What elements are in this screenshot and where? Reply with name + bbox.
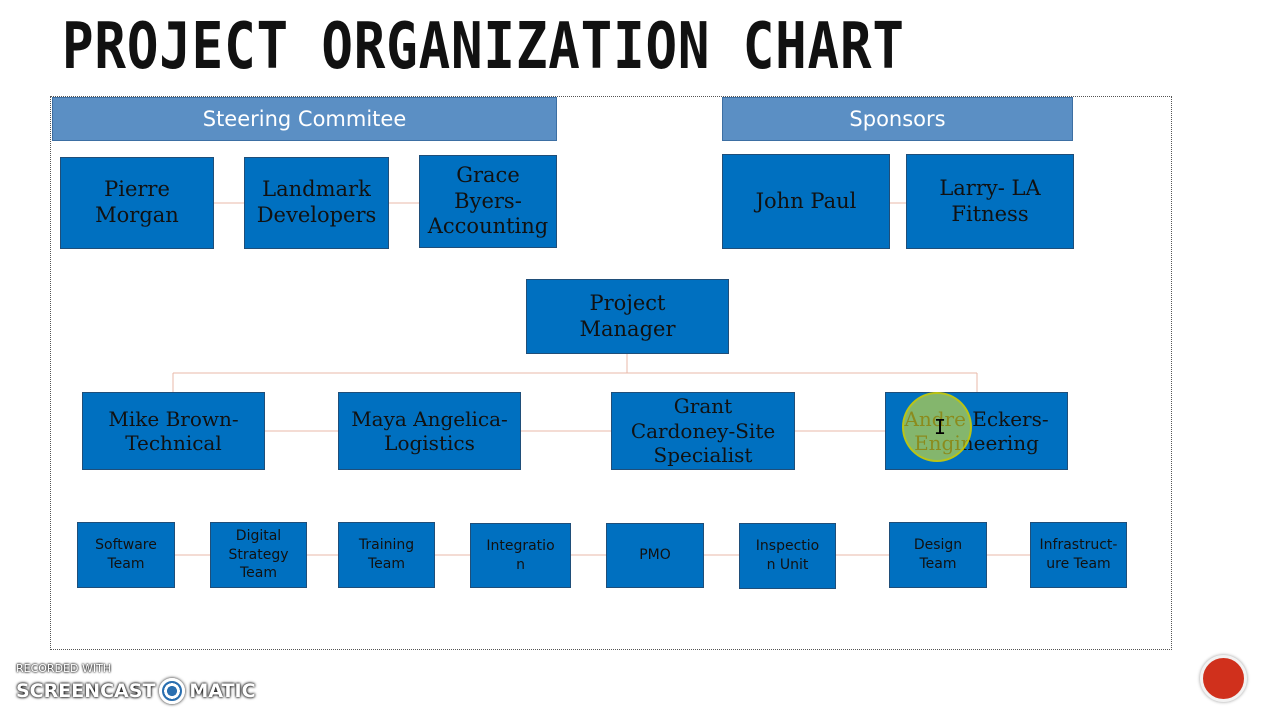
steering-committee-header: Steering Commitee — [52, 97, 557, 141]
node-text: Byers- — [454, 188, 522, 213]
sponsors-header: Sponsors — [722, 97, 1073, 141]
node-text: Strategy — [228, 546, 289, 563]
lead-box: Mike Brown-Technical — [82, 392, 265, 470]
node-text: John Paul — [755, 188, 857, 213]
team-box: Integratio n — [470, 523, 571, 588]
node-text: Specialist — [653, 443, 753, 468]
brand-left: SCREENCAST — [16, 680, 156, 702]
node-text: Maya Angelica- — [351, 406, 508, 431]
node-text: Grant — [673, 394, 733, 419]
node-text: Mike Brown- — [108, 406, 239, 431]
lead-box: Maya Angelica-Logistics — [338, 392, 521, 470]
cursor-highlight — [902, 392, 972, 462]
screencast-watermark: SCREENCAST MATIC — [16, 678, 256, 704]
node-text: Manager — [579, 316, 676, 341]
node-text: Pierre — [104, 177, 170, 202]
node-text: Developers — [256, 203, 377, 227]
team-box: Inspectio n Unit — [739, 523, 836, 589]
node-text: Fitness — [951, 201, 1029, 226]
text-cursor-icon: I — [934, 416, 946, 438]
node-text: Infrastruct- — [1039, 537, 1118, 554]
node-text: Team — [367, 556, 405, 572]
record-button[interactable] — [1200, 655, 1247, 702]
node-text: n Unit — [766, 557, 809, 573]
node-text: Software — [95, 537, 157, 554]
chart-frame — [50, 96, 1172, 650]
node-text: Digital — [235, 527, 282, 544]
page-title: PROJECT ORGANIZATION CHART — [62, 10, 905, 84]
sponsor-box: John Paul — [722, 154, 890, 249]
node-text: Inspectio — [755, 538, 820, 555]
node-text: Accounting — [427, 214, 549, 239]
node-text: Integratio — [486, 537, 555, 554]
team-box: Infrastruct-ure Team — [1030, 522, 1127, 588]
recorded-with-label: RECORDED WITH — [16, 662, 112, 675]
node-text: Grace — [456, 163, 520, 188]
node-text: Logistics — [384, 431, 475, 455]
node-text: Cardoney-Site — [630, 418, 776, 443]
node-text: Design — [913, 537, 963, 554]
node-text: Technical — [125, 431, 222, 455]
team-box: PMO — [606, 523, 704, 588]
node-text: Training — [358, 537, 415, 554]
node-text: Team — [919, 556, 957, 572]
brand-right: MATIC — [189, 680, 256, 702]
node-text: ure Team — [1046, 556, 1111, 572]
node-text: Team — [107, 556, 145, 572]
node-text: PMO — [639, 547, 671, 564]
node-text: n — [516, 556, 525, 573]
screencast-logo-icon — [159, 678, 186, 704]
node-text: Larry- LA — [939, 175, 1041, 200]
node-text: Landmark — [262, 177, 371, 202]
node-text: Team — [239, 565, 277, 582]
node-text: Project — [589, 290, 666, 315]
node-text: Morgan — [95, 203, 179, 227]
